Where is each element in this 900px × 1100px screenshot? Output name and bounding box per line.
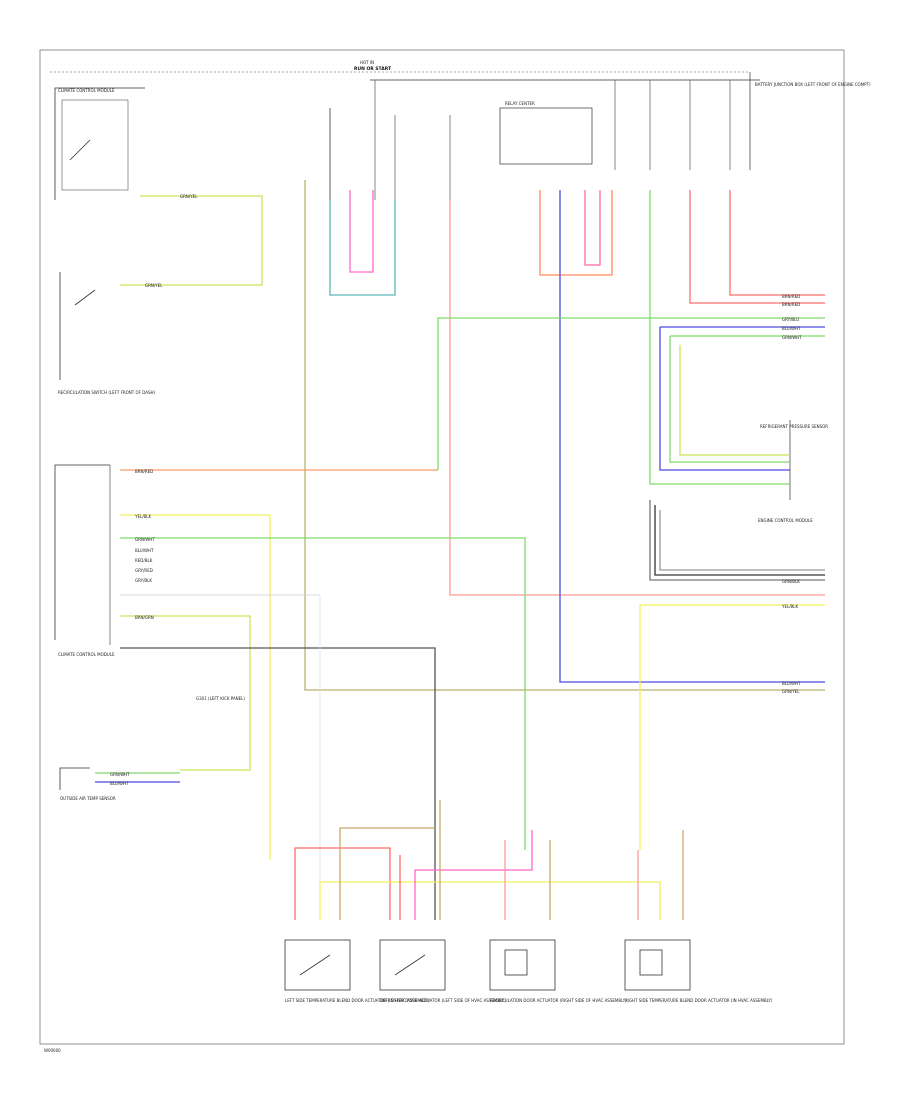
wire-label: BRN/RED [782,302,800,307]
wire-label: BRN/RED [782,294,800,299]
wire-label: BLU/WHT [782,326,801,331]
sensor-box-label: REFRIGERANT PRESSURE SENSOR [760,424,828,429]
wire-label: GRN/WHT [135,537,155,542]
actuator-label: RIGHT SIDE TEMPERATURE BLEND DOOR ACTUAT… [625,998,773,1003]
wire-red-right-2 [729,190,825,296]
actuator-label: RECIRCULATION DOOR ACTUATOR (RIGHT SIDE … [490,998,627,1003]
wire-green-sensor-2 [669,336,790,463]
recirc-switch-label: RECIRCULATION SWITCH (LEFT FRONT OF DASH… [58,390,156,395]
wire-lime-module [120,615,251,771]
wire-label: GRN/YEL [145,283,163,288]
wire-tan-long [304,180,825,691]
wire-label: GRN/YEL [782,689,800,694]
wire-green-bus [437,317,825,470]
wire-label: GRN/BLK [782,579,800,584]
actuator-label: LEFT SIDE TEMPERATURE BLEND DOOR ACTUATO… [285,998,430,1003]
wire-label: YEL/BLK [781,604,799,609]
fuse-box-label: BATTERY JUNCTION BOX (LEFT FRONT OF ENGI… [755,82,871,87]
ground-label: G301 (LEFT KICK PANEL) [196,696,245,701]
climate-module-top-box [54,87,145,200]
wire-blue-sensor-2 [659,327,790,471]
relay-center-box [499,107,593,165]
wire-label: BLU/WHT [135,548,154,553]
wire-grey-engine-1 [649,500,825,581]
recirc-switch-contact [74,289,96,306]
wire-red-right-1 [689,190,825,304]
actuator-3: RECIRCULATION DOOR ACTUATOR (RIGHT SIDE … [489,939,627,1003]
outside-sensor-label: OUTSIDE AIR TEMP SENSOR [60,796,116,801]
wire-green-module [120,537,526,850]
wire-yellow-bus [319,881,661,920]
wire-black-module [120,647,436,920]
wire-blue-long [559,190,825,683]
wire-cyan-loop [329,200,396,296]
diagram-frame [39,49,845,1045]
wire-pink-act [414,830,533,920]
actuator-1: LEFT SIDE TEMPERATURE BLEND DOOR ACTUATO… [284,939,430,1003]
top-label: HOT IN [360,60,374,65]
relay-center-label: RELAY CENTER [505,101,535,106]
switch-contact [69,139,91,161]
wire-yellow-module [120,514,271,860]
diagram-code: W00000 [44,1048,61,1053]
wire-label: BLU/WHT [110,781,129,786]
wire-label: RED/BLK [135,558,153,563]
switch-box [61,99,129,191]
climate-control-module-box [54,464,110,640]
wire-pink-relay [584,190,601,266]
outside-sensor-box [59,767,90,790]
wire-orange-loop [539,190,613,276]
wire-label: YEL/BLK [134,514,152,519]
wire-red-feed [449,200,825,596]
wire-label: BRN/RED [135,469,153,474]
climate-module-top-label: CLIMATE CONTROL MODULE [58,88,115,93]
wire-recirc-signal [120,195,263,286]
actuator-2: DEFROSTER DOOR ACTUATOR (LEFT SIDE OF HV… [379,939,506,1003]
wire-label: GRN/WHT [782,335,802,340]
wire-grey-engine-2 [659,510,825,571]
wire-pink-loop [349,190,374,273]
wire-label: GRN/WHT [110,772,130,777]
wire-tan-act1 [339,827,435,920]
top-sub-label: RUN OR START [354,66,392,72]
climate-control-module-label: CLIMATE CONTROL MODULE [58,652,115,657]
wire-lime-sensor [679,345,790,456]
wire-label: BRN/GRN [135,615,154,620]
wire-label: GRY/BLU [782,317,799,322]
wire-green-fuse [649,190,790,485]
engine-module-label: ENGINE CONTROL MODULE [758,518,813,523]
wire-yellow-right [639,604,825,850]
wire-label: GRY/BLK [135,578,152,583]
wire-label: GRN/YEL [180,194,198,199]
wire-black-engine [654,505,825,576]
wire-label: GRY/RED [135,568,153,573]
actuator-label: DEFROSTER DOOR ACTUATOR (LEFT SIDE OF HV… [380,998,506,1003]
wire-red-act1 [294,847,391,920]
wire-label: BLU/WHT [782,681,801,686]
actuator-4: RIGHT SIDE TEMPERATURE BLEND DOOR ACTUAT… [624,939,773,1003]
